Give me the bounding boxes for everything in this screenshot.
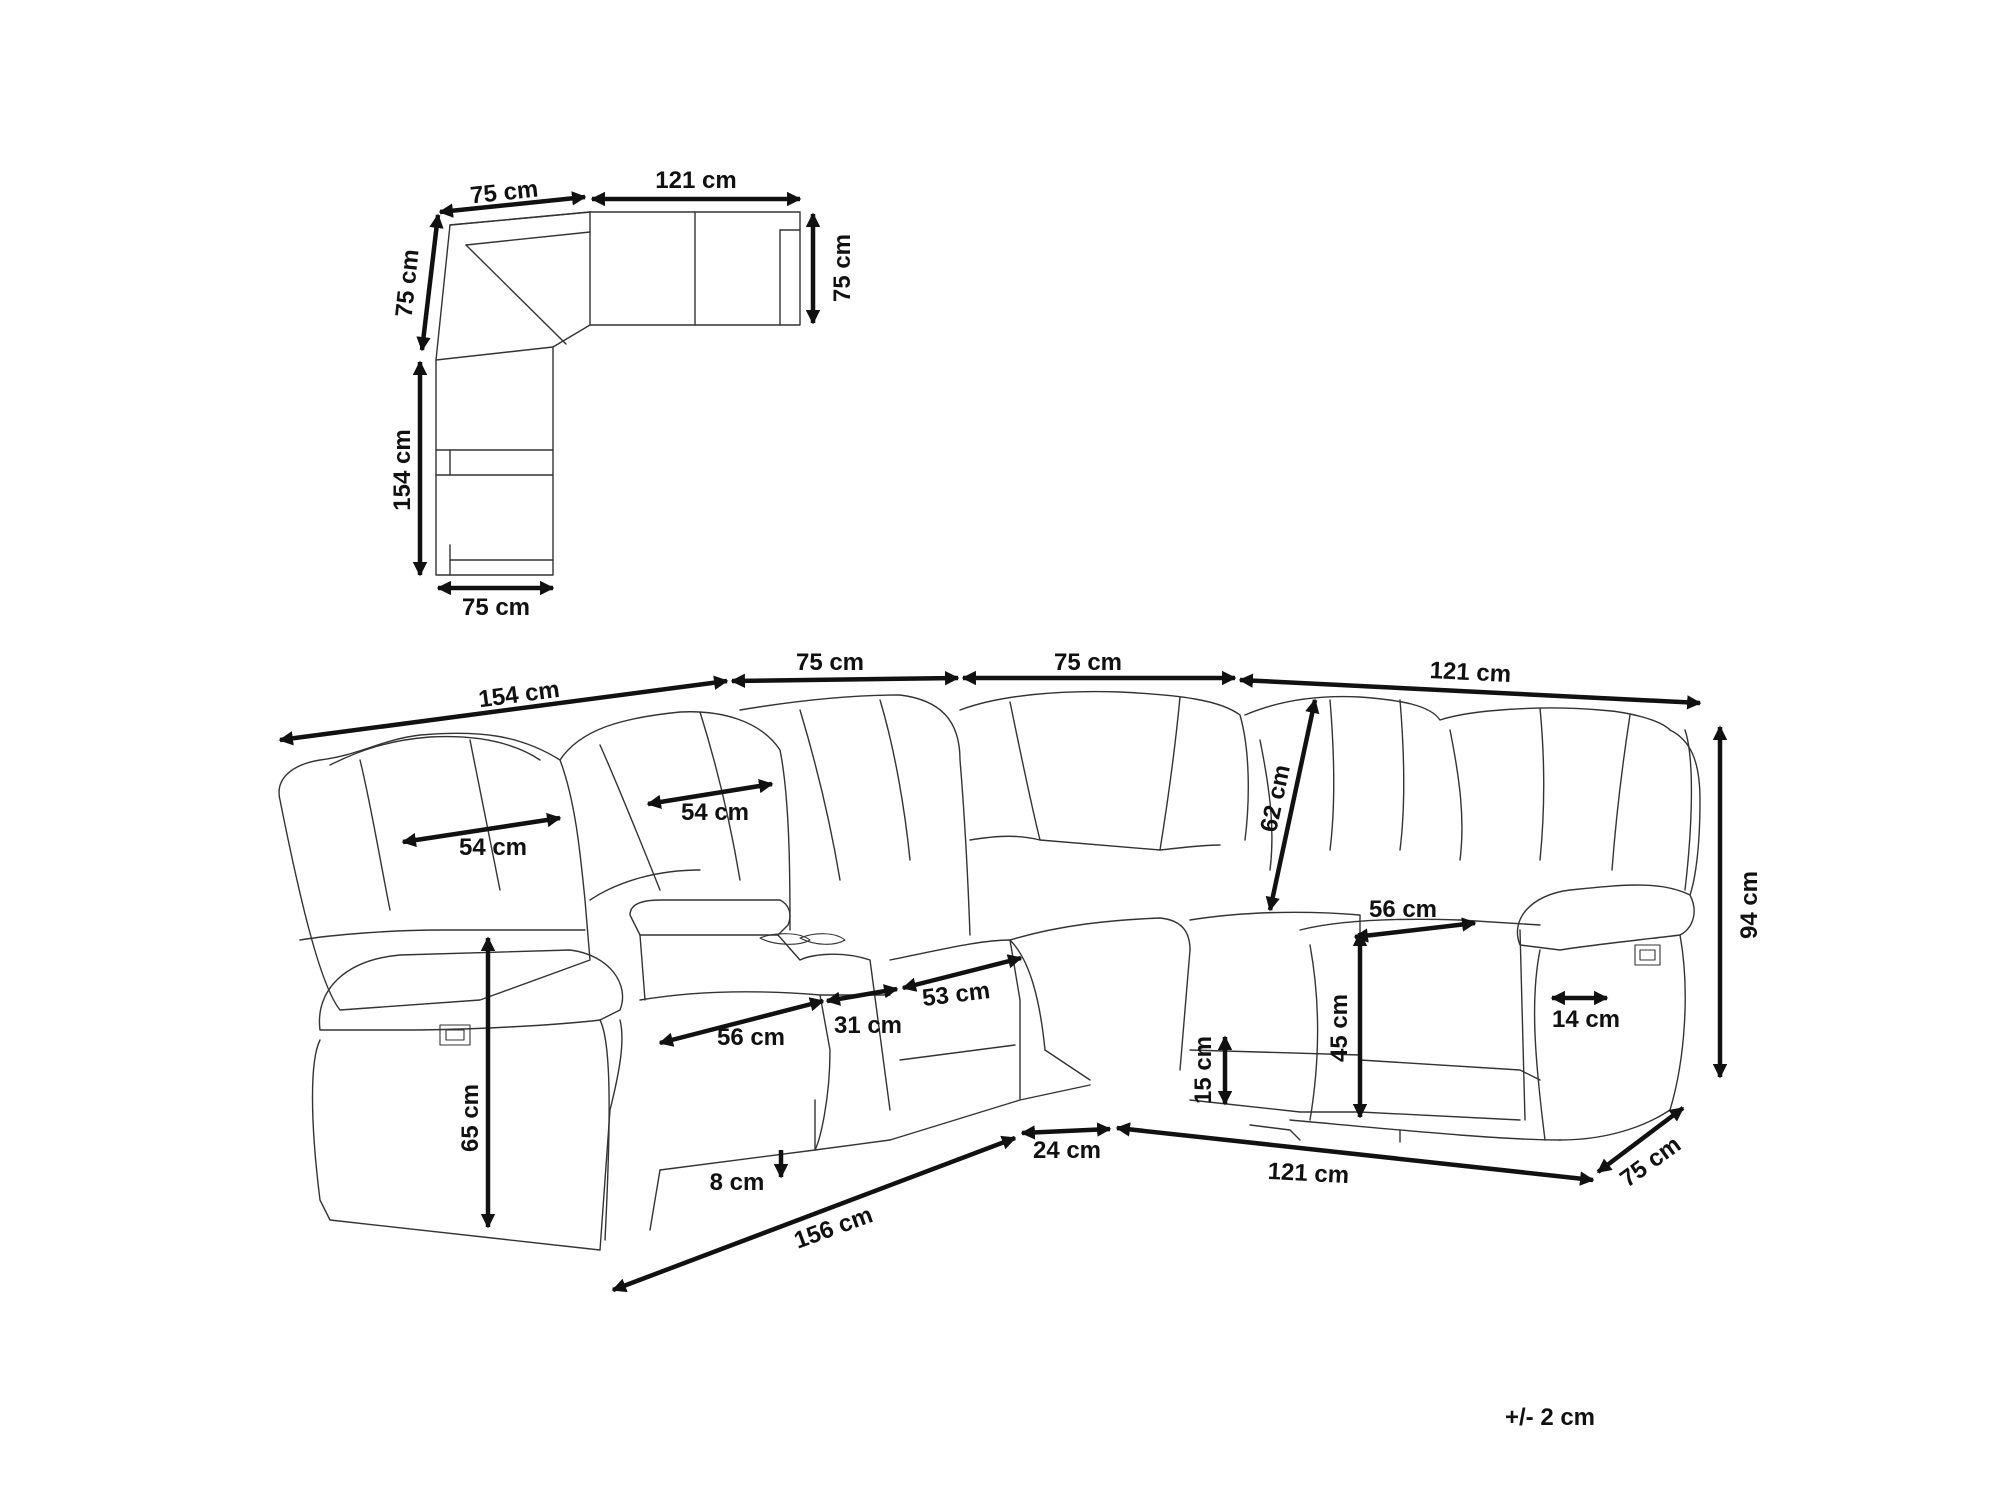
left-seat-back-label: 54 cm	[459, 834, 527, 861]
seat-height-label: 45 cm	[1326, 994, 1353, 1062]
plan-outline	[435, 211, 801, 576]
corner-front-width-label: 24 cm	[1033, 1137, 1101, 1164]
plan-left-length-label: 154 cm	[389, 429, 416, 510]
left-recliner	[278, 732, 624, 1251]
console-section-width-dimension	[730, 670, 960, 689]
front-length-label: 156 cm	[791, 1201, 877, 1254]
left-seat-width-label: 56 cm	[717, 1024, 785, 1051]
total-height-label: 94 cm	[1736, 871, 1763, 939]
right-depth-label: 75 cm	[1615, 1131, 1686, 1193]
plan-top-corner-dimension	[438, 191, 587, 218]
console-width-dimension	[825, 984, 899, 1006]
right-section-length-dimension	[1238, 673, 1702, 710]
left-section-length-dimension	[278, 675, 729, 746]
second-seat	[559, 711, 831, 1231]
perspective-dimensions: 154 cm 75 cm 75 cm 121 cm 54 cm 54 cm 62…	[278, 649, 1763, 1293]
console-side-seat	[739, 694, 1021, 1141]
seat-thickness-label: 15 cm	[1190, 1036, 1217, 1104]
front-length-dimension	[611, 1135, 1017, 1293]
tolerance-note: +/- 2 cm	[1505, 1404, 1595, 1431]
corner-section-width-label: 75 cm	[1054, 649, 1122, 676]
right-arm	[1516, 729, 1701, 1141]
right-seat-width-label: 56 cm	[1369, 896, 1437, 923]
arm-height-label: 65 cm	[457, 1084, 484, 1152]
console-side-seat-dimension	[901, 954, 1023, 992]
corner-seat	[959, 690, 1249, 1101]
plan-left-corner-label: 75 cm	[391, 248, 425, 319]
corner-front-width-dimension	[1020, 1122, 1112, 1140]
right-seat-width-dimension	[1353, 917, 1477, 943]
right-depth-dimension	[1596, 1106, 1685, 1174]
console-section-width-label: 75 cm	[796, 649, 864, 676]
right-front-length-dimension	[1115, 1122, 1595, 1186]
second-seat-back-label: 54 cm	[681, 799, 749, 826]
plan-left-corner-dimension	[416, 213, 444, 352]
second-seat-back-dimension	[646, 778, 774, 810]
left-seat-width-dimension	[658, 997, 825, 1047]
back-height-dimension	[1265, 698, 1320, 912]
arm-width-label: 14 cm	[1552, 1006, 1620, 1033]
console-width-label: 31 cm	[834, 1012, 902, 1039]
leg-height-label: 8 cm	[710, 1169, 765, 1196]
right-front-length-label: 121 cm	[1267, 1158, 1350, 1189]
left-section-length-label: 154 cm	[477, 676, 561, 713]
left-seat-back-dimension	[401, 812, 562, 848]
plan-bottom-depth-label: 75 cm	[462, 594, 530, 621]
right-section-length-label: 121 cm	[1429, 657, 1512, 688]
plan-right-depth-label: 75 cm	[829, 234, 856, 302]
plan-top-right-label: 121 cm	[655, 167, 736, 194]
plan-view: 75 cm 121 cm 75 cm 75 cm 154 cm 75 cm	[389, 167, 856, 621]
